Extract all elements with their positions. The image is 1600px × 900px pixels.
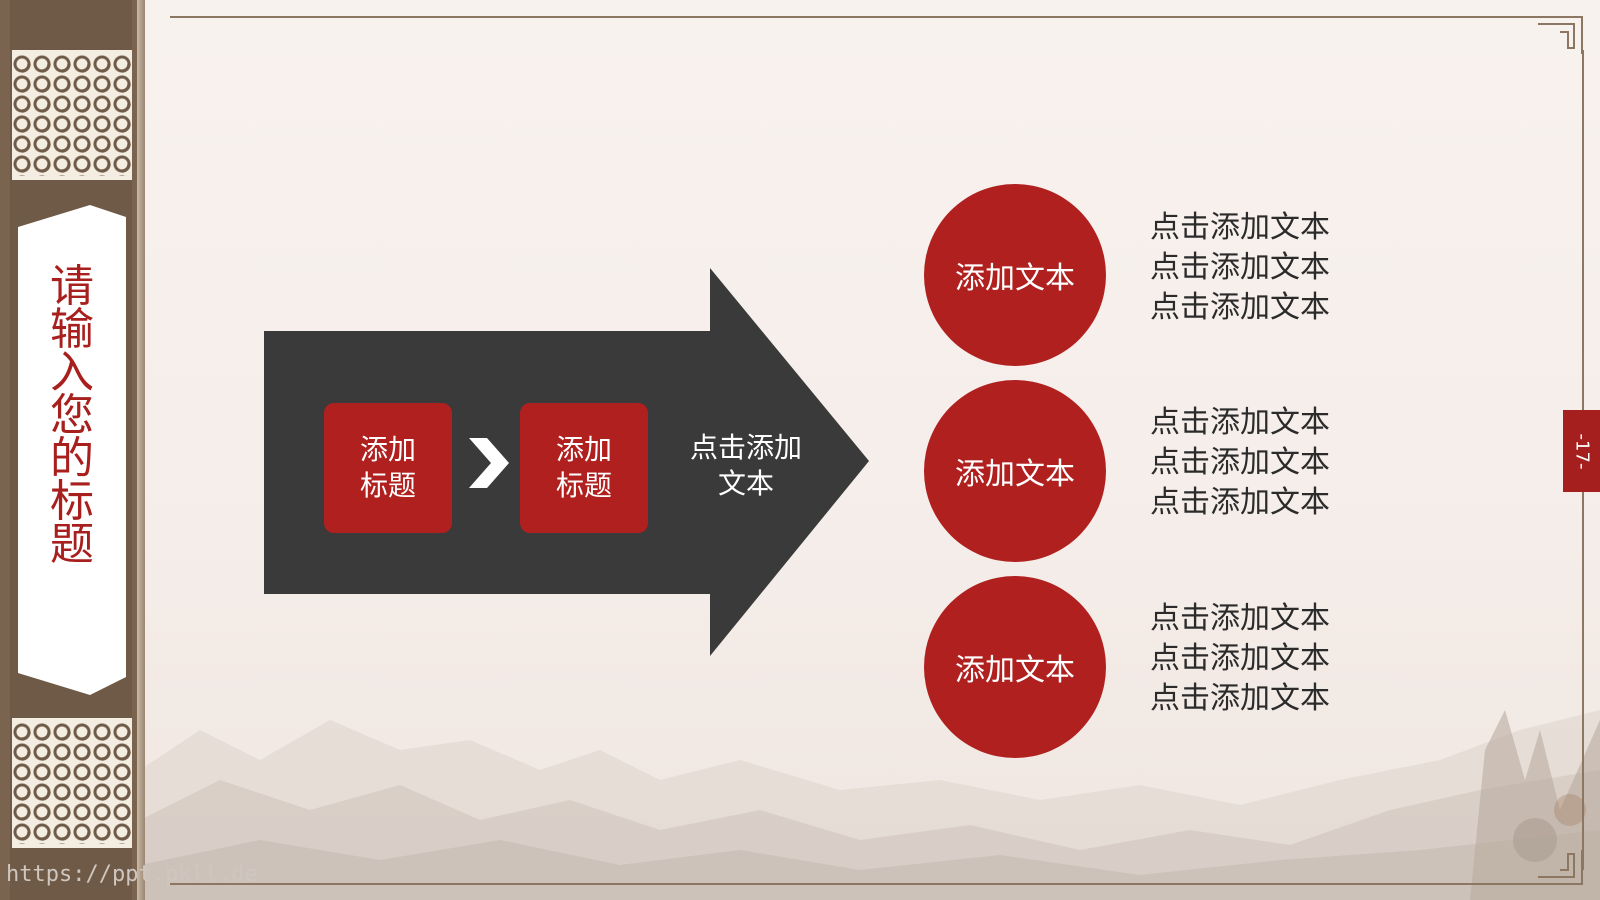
vertical-title-char: 输 [50,304,94,355]
arrow-text[interactable]: 点击添加文本 [690,431,803,500]
circle-label-3[interactable]: 添加文本 [924,576,1106,758]
vertical-title-char: 入 [50,347,94,398]
vertical-title-char: 标 [50,476,94,527]
text-line: 点击添加文本 [1150,485,1330,520]
title-box-2[interactable]: 添加标题 [520,403,648,533]
frame-top-line [170,16,1530,18]
frame-corner-top-right [1530,16,1583,54]
text-line: 点击添加文本 [1150,290,1330,325]
text-line: 点击添加文本 [1150,445,1330,480]
text-group-2[interactable]: 点击添加文本 点击添加文本 点击添加文本 [1150,403,1390,523]
text-line: 点击添加文本 [1150,210,1330,245]
vertical-title-char: 请 [50,261,94,312]
page-number-badge: -17- [1563,410,1600,492]
title-box-1-label: 添加标题 [359,433,416,502]
page-number: -17- [1571,433,1592,469]
lattice-pattern-top [12,50,132,180]
text-line: 点击添加文本 [1150,405,1330,440]
title-box-1[interactable]: 添加标题 [324,403,452,533]
lattice-pattern-bottom [12,718,132,848]
text-line: 点击添加文本 [1150,681,1330,716]
vertical-title-char: 的 [50,433,94,484]
title-box-2-label: 添加标题 [555,433,612,502]
text-group-3[interactable]: 点击添加文本 点击添加文本 点击添加文本 [1150,599,1390,719]
circle-label-1[interactable]: 添加文本 [924,184,1106,366]
frame-corner-bottom-right [1530,850,1583,885]
chevron-right-icon [469,438,509,488]
vertical-title: 请 输 入 您 的 标 题 [18,261,126,570]
text-group-1[interactable]: 点击添加文本 点击添加文本 点击添加文本 [1150,208,1390,328]
left-band-edge [137,0,145,900]
circle-label-2[interactable]: 添加文本 [924,380,1106,562]
vertical-title-char: 您 [50,390,94,441]
title-scroll-panel [18,205,126,695]
mountain-landscape [140,710,1600,900]
text-line: 点击添加文本 [1150,601,1330,636]
text-line: 点击添加文本 [1150,250,1330,285]
text-line: 点击添加文本 [1150,641,1330,676]
frame-bottom-line [170,883,1530,885]
vertical-title-char: 题 [50,519,94,570]
watermark-text: https://ppt.pkll.de [6,862,258,887]
